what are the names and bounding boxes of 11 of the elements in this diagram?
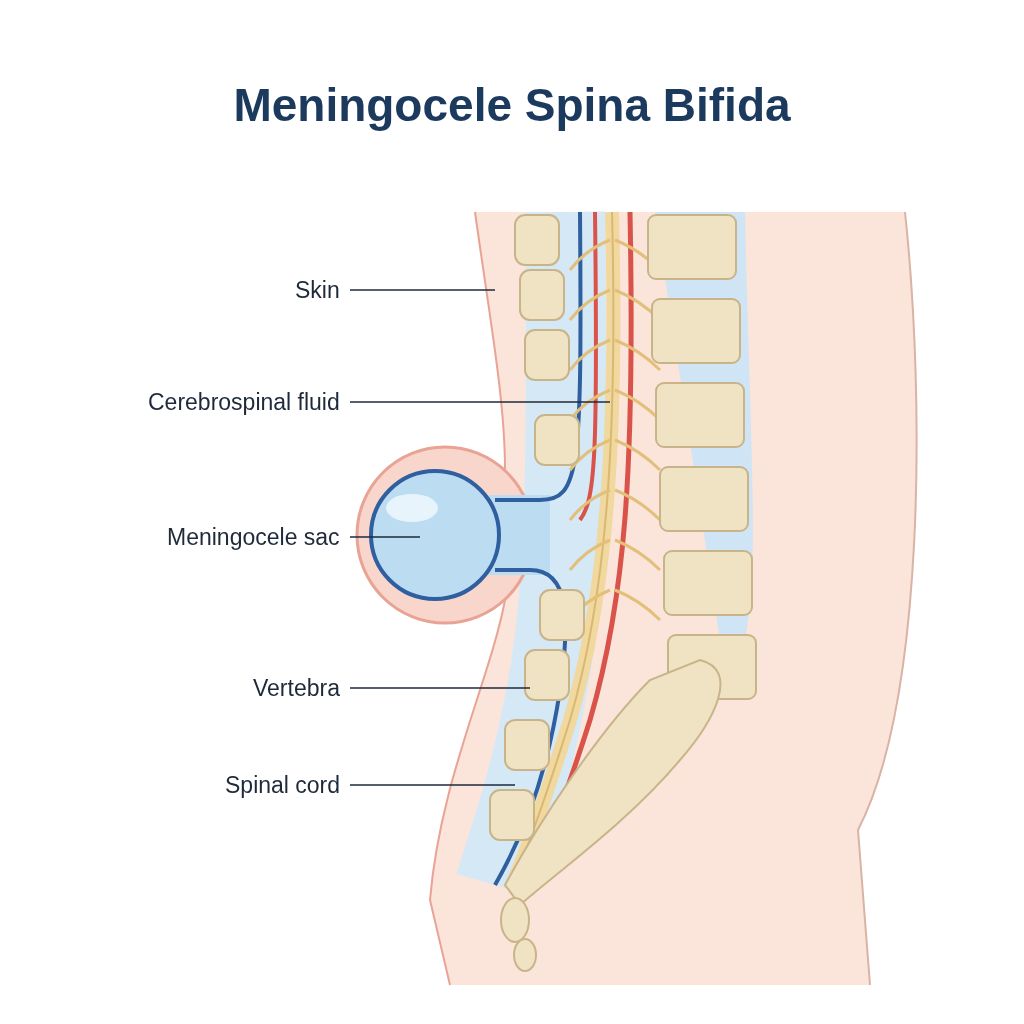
part-label: Cerebrospinal fluid bbox=[148, 388, 340, 416]
leader-line bbox=[349, 536, 421, 538]
leader-line bbox=[349, 784, 516, 786]
part-label: Vertebra bbox=[253, 674, 340, 702]
leader-line bbox=[349, 289, 496, 291]
part-label: Meningocele sac bbox=[167, 523, 340, 551]
title: Meningocele Spina Bifida bbox=[232, 78, 792, 132]
leader-line bbox=[349, 687, 531, 689]
part-label: Spinal cord bbox=[225, 771, 341, 799]
part-label: Skin bbox=[295, 276, 340, 304]
leader-line bbox=[349, 401, 611, 403]
